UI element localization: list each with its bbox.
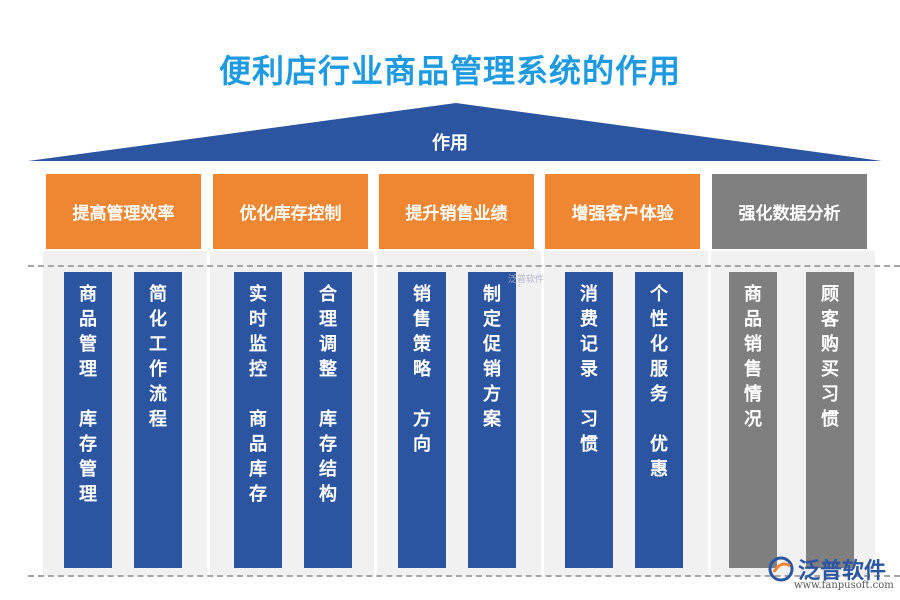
pillar: 商品销售情况 [729,272,777,568]
pillar: 顾客购买习惯 [806,272,854,568]
column-header: 提升销售业绩 [379,174,534,249]
watermark: 泛普软件 [508,275,545,285]
pillar: 制定促销方案 [468,272,516,568]
column-header: 提高管理效率 [46,174,201,249]
roof-label: 作用 [432,133,468,154]
pillar: 商品管理 库存管理 [64,272,112,568]
column-header: 优化库存控制 [213,174,368,249]
pillar: 简化工作流程 [134,272,182,568]
pillar: 实时监控 商品库存 [234,272,282,568]
column-header: 增强客户体验 [545,174,700,249]
fanpu-logo-icon [768,556,794,582]
logo-text: 泛普软件 [798,559,887,584]
pillar: 销售策略 方向 [398,272,446,568]
logo-url: www.fanpusoft.com [794,580,894,591]
page-title: 便利店行业商品管理系统的作用 [218,52,681,90]
pillar: 个性化服务 优惠 [635,272,683,568]
divider-line [28,265,900,267]
pillar: 消费记录 习惯 [565,272,613,568]
column-header: 强化数据分析 [712,174,867,249]
pillar: 合理调整 库存结构 [304,272,352,568]
brand-logo: 泛普软件 [768,553,886,585]
divider-line [28,575,900,577]
